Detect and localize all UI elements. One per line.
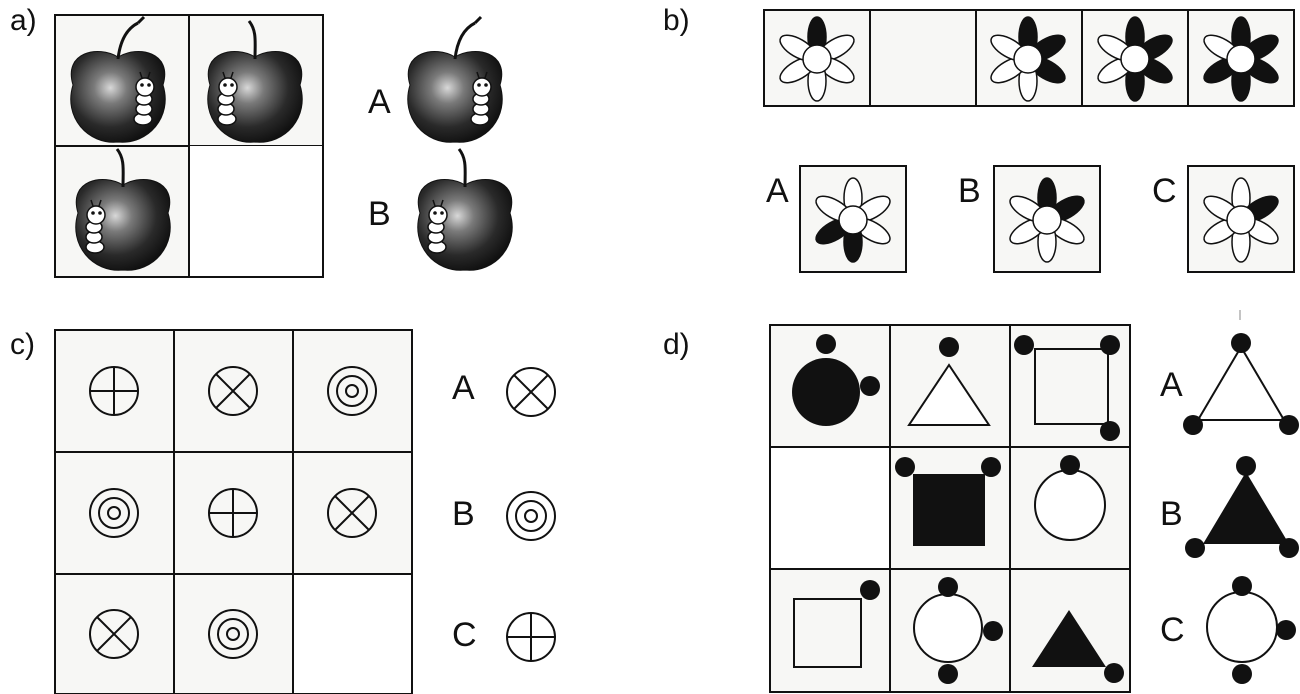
panel-d-option-b: B bbox=[1160, 495, 1183, 533]
filled-triangle-one-dot-icon bbox=[1032, 610, 1124, 683]
panel-b-option-b: B bbox=[958, 172, 981, 210]
panel-d-label: d) bbox=[663, 328, 690, 361]
outline-circle-three-dots-icon bbox=[913, 577, 1003, 684]
option-a-triangle-three-dots-icon bbox=[1183, 310, 1299, 435]
filled-square-two-dots-icon bbox=[895, 457, 1001, 546]
option-c-flower-icon bbox=[1199, 177, 1283, 263]
option-c-circle-three-dots-icon bbox=[1206, 576, 1296, 684]
option-b-filled-triangle-three-dots-icon bbox=[1185, 456, 1299, 558]
option-b-apple-icon bbox=[416, 147, 514, 272]
flower-icon bbox=[986, 16, 1070, 102]
filled-circle-two-dots-icon bbox=[792, 334, 880, 426]
panel-b-option-a: A bbox=[766, 172, 789, 210]
cross-circle-icon bbox=[89, 366, 139, 416]
outline-square-one-dot-icon bbox=[793, 580, 880, 668]
panel-a-option-b: B bbox=[368, 195, 391, 233]
option-a-x-circle-icon bbox=[506, 367, 556, 417]
flower-icon bbox=[775, 16, 859, 102]
flower-icon bbox=[1199, 16, 1283, 102]
cross-circle-icon bbox=[208, 488, 258, 538]
flower-icon bbox=[1093, 16, 1177, 102]
option-b-concentric-circles-icon bbox=[506, 491, 556, 541]
option-a-apple-icon bbox=[406, 15, 504, 144]
option-c-cross-circle-icon bbox=[506, 612, 556, 662]
option-b-flower-icon bbox=[1005, 177, 1089, 263]
outline-circle-one-dot-icon bbox=[1034, 455, 1106, 541]
panel-b-label: b) bbox=[663, 4, 690, 37]
panel-c-label: c) bbox=[10, 328, 35, 361]
outline-triangle-one-dot-icon bbox=[907, 337, 991, 426]
panel-a-label: a) bbox=[10, 4, 37, 37]
panel-b-option-c: C bbox=[1152, 172, 1177, 210]
panel-d-option-c: C bbox=[1160, 611, 1185, 649]
panel-c-option-c: C bbox=[452, 616, 477, 654]
option-a-flower-icon bbox=[811, 177, 895, 263]
panel-d-option-a: A bbox=[1160, 366, 1183, 404]
outline-square-three-dots-icon bbox=[1014, 335, 1120, 441]
panel-c-option-b: B bbox=[452, 495, 475, 533]
panel-c-option-a: A bbox=[452, 369, 475, 407]
panel-a-option-a: A bbox=[368, 83, 391, 121]
